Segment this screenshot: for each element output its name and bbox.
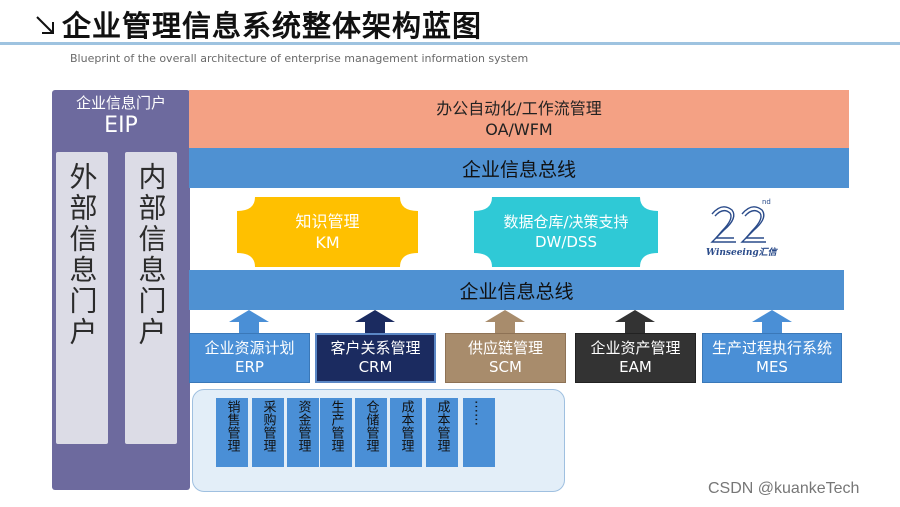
dw-label-en: DW/DSS [534, 233, 598, 251]
winseeing-logo: nd Winseeing汇信 [700, 198, 790, 262]
dw-text: 数据仓库/决策支持 DW/DSS [474, 197, 658, 267]
eam-label-en: EAM [619, 358, 652, 376]
eip-title-en: EIP [104, 113, 138, 138]
anniversary-22-logo-icon [710, 206, 766, 243]
scm-label-cn: 供应链管理 [467, 339, 543, 357]
bus-top-label: 企业信息总线 [461, 158, 576, 181]
crm-box: 客户关系管理 CRM [315, 333, 436, 383]
km-text: 知识管理 KM [237, 197, 418, 267]
erp-module-label: 资金管理 [295, 400, 311, 452]
internal-portal-label: 内部信息门户 [134, 162, 168, 348]
corner-arrow-icon [36, 16, 54, 34]
mes-label-en: MES [756, 358, 788, 376]
external-portal: 外部信息门户 [56, 152, 108, 444]
erp-module: 生产管理 [320, 398, 352, 467]
erp-box: 企业资源计划 ERP [189, 333, 310, 383]
up-arrow-icon [752, 310, 792, 334]
watermark: CSDN @kuankeTech [708, 480, 860, 497]
up-arrow-icon [355, 310, 395, 334]
km-label-en: KM [315, 233, 340, 252]
enterprise-bus-bottom: 企业信息总线 [189, 270, 844, 310]
erp-module: 仓储管理 [355, 398, 387, 467]
oa-wfm-band: 办公自动化/工作流管理 OA/WFM [189, 90, 849, 148]
mes-label-cn: 生产过程执行系统 [711, 339, 832, 357]
oa-label-en: OA/WFM [485, 120, 553, 139]
km-octagon [237, 197, 418, 267]
title-divider [0, 42, 900, 45]
scm-box: 供应链管理 SCM [445, 333, 566, 383]
erp-module-label: 成本管理 [434, 400, 450, 452]
dw-octagon [474, 197, 658, 267]
erp-label-en: ERP [235, 358, 264, 376]
erp-module-label: 成本管理 [398, 400, 414, 452]
scm-label-en: SCM [489, 358, 522, 376]
erp-module-label: …… [471, 400, 487, 426]
erp-module-label: 生产管理 [328, 400, 344, 452]
eip-title-cn: 企业信息门户 [75, 94, 166, 112]
oa-label-cn: 办公自动化/工作流管理 [436, 99, 602, 118]
logo-brand-text: Winseeing汇信 [706, 248, 777, 258]
km-label-cn: 知识管理 [295, 212, 360, 231]
mes-box: 生产过程执行系统 MES [702, 333, 842, 383]
erp-module-label: 仓储管理 [363, 400, 379, 452]
external-portal-label: 外部信息门户 [65, 162, 99, 348]
eam-label-cn: 企业资产管理 [590, 339, 681, 357]
erp-module: …… [463, 398, 495, 467]
erp-module: 资金管理 [287, 398, 319, 467]
erp-module-label: 销售管理 [224, 400, 240, 452]
erp-module: 成本管理 [390, 398, 422, 467]
crm-label-en: CRM [358, 358, 393, 376]
crm-label-cn: 客户关系管理 [330, 339, 421, 357]
erp-module: 销售管理 [216, 398, 248, 467]
internal-portal: 内部信息门户 [125, 152, 177, 444]
logo-superscript: nd [762, 198, 771, 206]
page-subtitle: Blueprint of the overall architecture of… [70, 52, 529, 65]
eam-box: 企业资产管理 EAM [575, 333, 696, 383]
erp-module-label: 采购管理 [260, 400, 276, 452]
dw-label-cn: 数据仓库/决策支持 [503, 213, 629, 231]
enterprise-bus-top: 企业信息总线 [189, 148, 849, 188]
eip-title: 企业信息门户 EIP [52, 94, 190, 140]
up-arrow-icon [615, 310, 655, 334]
erp-label-cn: 企业资源计划 [204, 339, 295, 357]
erp-module: 采购管理 [252, 398, 284, 467]
bus-bottom-label: 企业信息总线 [459, 280, 574, 303]
up-arrow-icon [229, 310, 269, 334]
page-title: 企业管理信息系统整体架构蓝图 [62, 9, 483, 43]
up-arrow-icon [485, 310, 525, 334]
erp-module: 成本管理 [426, 398, 458, 467]
